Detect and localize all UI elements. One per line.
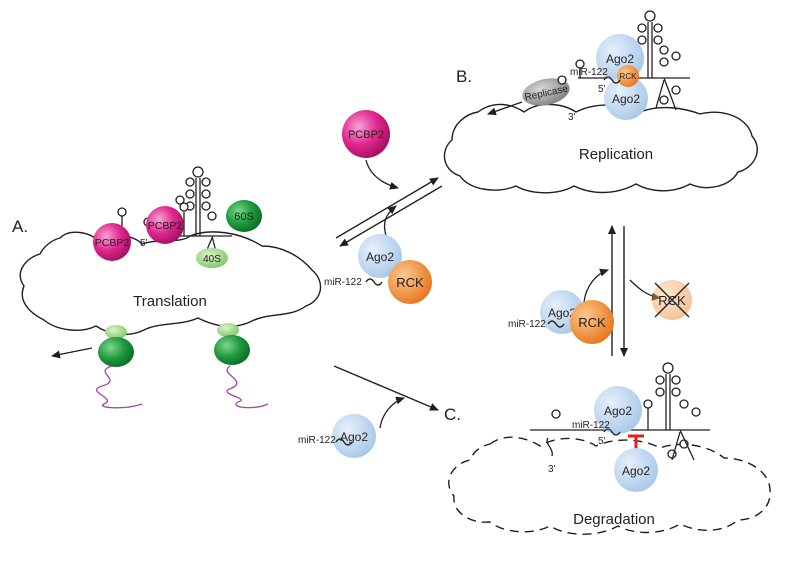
- three-prime-label-b: 3': [568, 112, 576, 123]
- rck-protein-right: [570, 300, 614, 344]
- mir122-strand-b: [603, 76, 621, 84]
- pcbp2-protein-2: [146, 206, 184, 244]
- ago2-label-b-bottom: Ago2: [612, 92, 640, 106]
- rck-cross-line-2: [654, 282, 690, 318]
- rck-label-center: RCK: [396, 275, 424, 290]
- ago2-label-right: Ago2: [548, 306, 576, 320]
- replication-rna-cloud: [443, 103, 758, 194]
- ribosome-60s-label: 60S: [234, 211, 254, 223]
- arrow-translation-to-degradation: [333, 365, 439, 411]
- pcbp2-label-2: PCBP2: [148, 220, 183, 232]
- translation-rna-cloud: [19, 231, 322, 336]
- mir122-strand-c: [603, 428, 621, 436]
- peptide-chain-2: [226, 365, 269, 409]
- panel-a-letter: A.: [12, 217, 28, 236]
- replication-direction-arrow: [487, 101, 523, 116]
- ago2-label-c-bottom: Ago2: [622, 464, 650, 478]
- ribosome-40s-label: 40S: [203, 254, 221, 265]
- ago2-label-c-top: Ago2: [604, 404, 632, 418]
- translating-ribosome-1: [95, 325, 143, 409]
- arrow-pcbp2-binding: [365, 159, 399, 190]
- ago2-protein-center: [358, 234, 402, 278]
- mir122-label-b: miR-122: [570, 67, 608, 78]
- rck-label-right: RCK: [578, 315, 606, 330]
- ago2-protein-c-bottom: [614, 448, 658, 492]
- free-pcbp2-label: PCBP2: [348, 129, 384, 141]
- ires-structure-c: [530, 362, 710, 461]
- center-exchange: PCBP2 Ago2 RCK miR-122 Ago2 miR-122: [298, 110, 443, 458]
- free-ago2-protein: [332, 414, 376, 458]
- translation-title: Translation: [133, 293, 207, 310]
- peptide-chain-1: [95, 365, 143, 409]
- ires-structure-b: [557, 10, 690, 111]
- arrow-translation-to-replication: [335, 177, 439, 239]
- right-exchange: Ago2 RCK miR-122 RCK: [508, 225, 692, 357]
- degradation-rna-cloud: [448, 436, 771, 535]
- free-pcbp2-protein: [342, 110, 390, 158]
- released-rck: RCK: [652, 280, 692, 320]
- mir122-label-right: miR-122: [508, 319, 546, 330]
- translating-ribosome-2: [214, 323, 269, 409]
- five-prime-label-b: 5': [598, 84, 606, 95]
- free-ago2-complex: Ago2 miR-122: [298, 414, 376, 458]
- panel-translation: A. PCBP2 PCBP2 5' 60S 40S Tran: [12, 166, 322, 409]
- mir122-label-c: miR-122: [572, 420, 610, 431]
- translation-direction-arrow: [51, 347, 93, 359]
- ago2-protein-b-bottom: [604, 76, 648, 120]
- ago2-protein-c-top: [594, 386, 642, 434]
- ires-structure-a: [117, 166, 232, 253]
- rck-protein-center: [388, 260, 432, 304]
- panel-degradation: C. Ago2 miR-122 5' 3' Ago2: [444, 362, 771, 535]
- free-mir122-strand: [335, 438, 353, 446]
- five-prime-label-a: 5': [140, 238, 148, 249]
- ago2-rck-complex-right: Ago2 RCK miR-122: [508, 290, 614, 344]
- five-prime-label-c: 5': [598, 436, 606, 447]
- arrow-replication-to-translation: [339, 185, 443, 247]
- rck-protein-b: [617, 65, 639, 87]
- mir122-strand-center: [365, 278, 383, 286]
- ago2-label-center: Ago2: [366, 250, 394, 264]
- arrow-ago2-rck-entry: [583, 268, 609, 303]
- pcbp2-label-1: PCBP2: [95, 237, 130, 249]
- free-ago2-label: Ago2: [340, 430, 368, 444]
- mir122-label-center: miR-122: [324, 277, 362, 288]
- three-prime-label-c: 3': [548, 464, 556, 475]
- panel-b-letter: B.: [456, 67, 472, 86]
- arrow-free-ago2-binding: [379, 396, 405, 429]
- ribosome-40s: [196, 248, 228, 268]
- panel-c-letter: C.: [444, 405, 461, 424]
- replication-title: Replication: [579, 146, 653, 163]
- replicase-enzyme: [522, 78, 570, 106]
- ribosome-60s: [226, 200, 262, 232]
- degradation-title: Degradation: [573, 511, 655, 528]
- panel-replication: B. Replicase Ago2 Ago2 RCK miR-122 5': [443, 10, 758, 194]
- mir122-strand-right: [547, 320, 565, 328]
- pcbp2-protein-1: [93, 223, 131, 261]
- ago2-label-b-top: Ago2: [606, 52, 634, 66]
- ago2-rck-complex-center: Ago2 RCK miR-122: [324, 234, 432, 304]
- arrow-ago2-rck-binding: [383, 205, 397, 237]
- free-mir122-label: miR-122: [298, 435, 336, 446]
- rck-label-b: RCK: [620, 72, 638, 81]
